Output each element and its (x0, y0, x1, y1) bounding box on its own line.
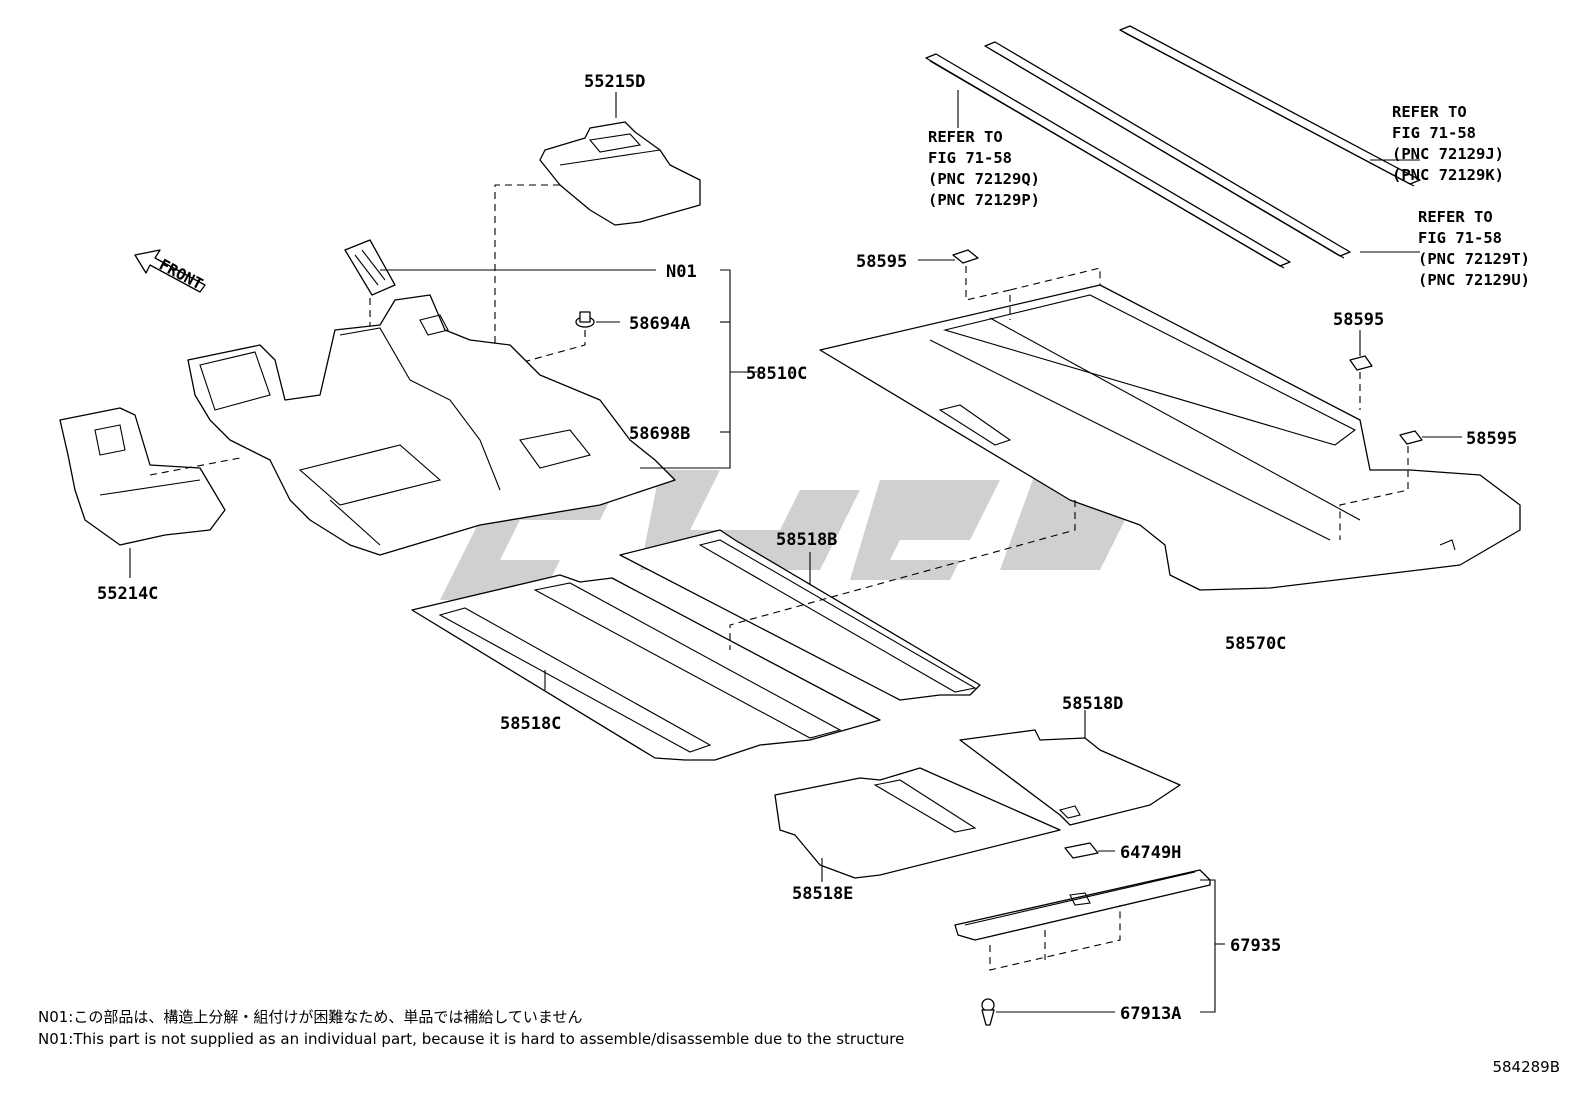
refer-left-line4: (PNC 72129P) (928, 191, 1040, 209)
label-58570C: 58570C (1225, 634, 1286, 654)
label-58698B: 58698B (629, 424, 690, 444)
label-58694A: 58694A (629, 314, 690, 334)
clip-58595-c (1399, 430, 1423, 445)
front-floor-carpet-58510C (187, 294, 676, 556)
floor-mat-58518E (774, 767, 1061, 879)
refer-right-top-line1: REFER TO (1392, 103, 1467, 121)
label-58518E: 58518E (792, 884, 853, 904)
label-58518D: 58518D (1062, 694, 1123, 714)
label-N01: N01 (666, 262, 697, 282)
refer-right-mid-line2: FIG 71-58 (1418, 229, 1502, 247)
note-japanese: N01:この部品は、構造上分解・組付けが困難なため、単品では補給していません (38, 1008, 583, 1026)
refer-left-line2: FIG 71-58 (928, 149, 1012, 167)
refer-right-top-line2: FIG 71-58 (1392, 124, 1476, 142)
clip-58694A (575, 311, 595, 328)
label-64749H: 64749H (1120, 843, 1181, 863)
label-58518B: 58518B (776, 530, 837, 550)
sill-strip-1 (925, 53, 1291, 269)
label-58595-a: 58595 (856, 252, 907, 272)
scuff-plate-67935 (954, 869, 1211, 941)
refer-right-mid-line3: (PNC 72129T) (1418, 250, 1530, 268)
refer-right-top-line4: (PNC 72129K) (1392, 166, 1504, 184)
label-58518C: 58518C (500, 714, 561, 734)
label-55214C: 55214C (97, 584, 158, 604)
label-67913A: 67913A (1120, 1004, 1181, 1024)
floor-mat-58518B (619, 529, 981, 701)
clip-58595-a (952, 249, 979, 264)
console-cover-55215D (539, 121, 701, 226)
refer-left-line3: (PNC 72129Q) (928, 170, 1040, 188)
label-58510C: 58510C (746, 364, 807, 384)
side-cover-55214C (59, 407, 226, 546)
sill-strip-2 (984, 41, 1351, 259)
note-english: N01:This part is not supplied as an indi… (38, 1030, 905, 1048)
label-front: FRONT (156, 256, 206, 294)
label-58595-b: 58595 (1333, 310, 1384, 330)
clip-58595-b (1349, 355, 1373, 371)
figure-number: 584289B (1492, 1058, 1560, 1076)
label-67935: 67935 (1230, 936, 1281, 956)
rear-floor-mat-58570C (819, 284, 1521, 591)
label-58595-c: 58595 (1466, 429, 1517, 449)
floor-mat-58518C (411, 574, 881, 761)
front-direction-arrow (134, 249, 206, 293)
refer-left-line1: REFER TO (928, 128, 1003, 146)
pedal-pad-N01 (344, 239, 396, 296)
floor-mat-58518D (959, 729, 1181, 826)
screw-67913A (981, 998, 995, 1026)
sill-strip-3 (1119, 25, 1421, 187)
refer-right-top-line3: (PNC 72129J) (1392, 145, 1504, 163)
clip-64749H (1064, 842, 1099, 859)
refer-right-mid-line4: (PNC 72129U) (1418, 271, 1530, 289)
refer-right-mid-line1: REFER TO (1418, 208, 1493, 226)
label-55215D: 55215D (584, 72, 645, 92)
